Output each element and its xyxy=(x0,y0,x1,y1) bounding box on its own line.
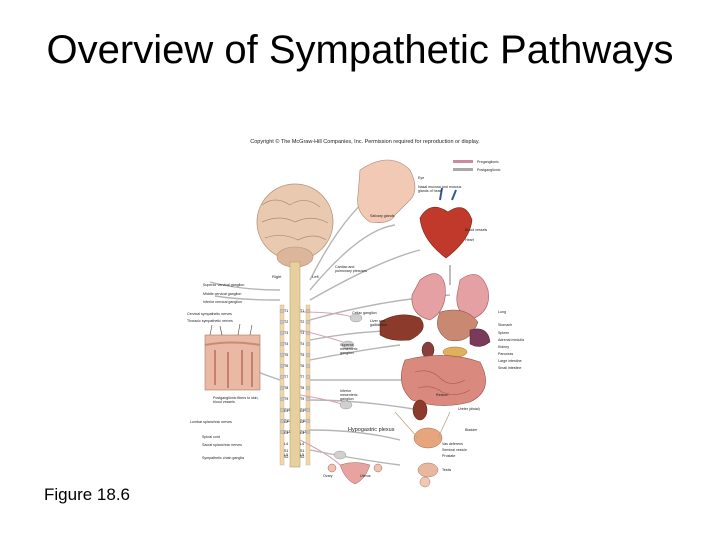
segment-t1-right: T1 xyxy=(284,309,288,313)
segment-t8-right: T8 xyxy=(284,386,288,390)
segment-l1-right: L1 xyxy=(284,409,288,413)
label-adrenal: Adrenal medulla xyxy=(498,338,524,342)
label-left-side: Left xyxy=(312,275,319,279)
label-inferior-cervical: Inferior cervical ganglion xyxy=(203,300,242,304)
segment-t7-left: T7 xyxy=(300,375,304,379)
segment-l1-left: L1 xyxy=(300,409,304,413)
label-pancreas: Pancreas xyxy=(498,352,513,356)
label-inferior-mesenteric: Inferior mesenteric ganglion xyxy=(340,389,368,401)
label-testis: Testis xyxy=(442,468,451,472)
figure-label: Figure 18.6 xyxy=(44,485,130,505)
segment-s1-left: S1 xyxy=(300,449,304,453)
intestines-illustration xyxy=(401,355,485,405)
label-large-intestine: Large intestine xyxy=(498,359,522,363)
abdominal-organs-illustration xyxy=(380,310,490,358)
segment-t3-right: T3 xyxy=(284,331,288,335)
label-spinal-cord: Spinal cord xyxy=(202,435,220,439)
label-cardiac-nerves: Cardiac and pulmonary plexuses xyxy=(335,265,367,273)
segment-s1-right: S1 xyxy=(284,449,288,453)
label-sympathetic-chain: Sympathetic chain ganglia xyxy=(202,456,244,460)
label-small-intestine: Small intestine xyxy=(498,366,521,370)
female-reproductive-illustration xyxy=(328,463,382,485)
label-lung: Lung xyxy=(498,310,506,314)
segment-s2-right: S2 xyxy=(284,455,288,459)
segment-t3-left: T3 xyxy=(300,331,304,335)
label-ureter: Ureter (distal) xyxy=(458,407,480,411)
segment-t5-left: T5 xyxy=(300,353,304,357)
label-splanchnic: Lumbar splanchnic nerves xyxy=(190,420,232,424)
label-rectum: Rectum xyxy=(436,393,448,397)
segment-t6-left: T6 xyxy=(300,364,304,368)
label-superior-mesenteric: Superior mesenteric ganglion xyxy=(340,343,370,355)
label-uterus: Uterus xyxy=(360,474,371,478)
label-celiac: Celiac ganglion xyxy=(352,311,377,315)
segment-t6-right: T6 xyxy=(284,364,288,368)
segment-l2-left: L2 xyxy=(300,420,304,424)
label-heart: Heart xyxy=(465,238,474,242)
segment-l2-right: L2 xyxy=(284,420,288,424)
label-right-side: Right xyxy=(272,275,281,279)
label-postganglionic-skin: Postganglionic fibers to skin, blood ves… xyxy=(213,396,268,404)
label-prostate: Prostate xyxy=(442,454,455,458)
label-eye: Eye xyxy=(418,176,424,180)
segment-t9-left: T9 xyxy=(300,397,304,401)
segment-t1-left: T1 xyxy=(300,309,304,313)
kidney-illustration xyxy=(413,400,427,420)
label-stomach: Stomach xyxy=(498,323,512,327)
label-bladder: Bladder xyxy=(465,428,477,432)
segment-t9-right: T9 xyxy=(284,397,288,401)
label-vas: Vas deferens xyxy=(442,442,463,446)
segment-t8-left: T8 xyxy=(300,386,304,390)
label-liver: Liver and gallbladder xyxy=(370,319,400,327)
segment-l4-right: L4 xyxy=(284,442,288,446)
label-seminal: Seminal vesicle xyxy=(442,448,467,452)
label-middle-cervical: Middle cervical ganglion xyxy=(203,292,241,296)
label-kidney: Kidney xyxy=(498,345,509,349)
label-thoracic-sympathetic: Thoracic sympathetic nerves xyxy=(187,319,233,323)
label-sacral-nerves: Sacral splanchnic nerves xyxy=(202,443,242,447)
label-nasal: Nasal mucosa and mucous glands of head xyxy=(418,185,463,193)
segment-t5-right: T5 xyxy=(284,353,288,357)
male-reproductive-illustration xyxy=(418,463,438,487)
label-superior-cervical: Superior cervical ganglion xyxy=(203,283,244,287)
segment-t7-right: T7 xyxy=(284,375,288,379)
brain-illustration xyxy=(257,184,333,267)
segment-t2-left: T2 xyxy=(300,320,304,324)
segment-t4-right: T4 xyxy=(284,342,288,346)
label-cervical-sympathetic: Cervical sympathetic nerves xyxy=(187,312,232,316)
segment-l3-left: L3 xyxy=(300,431,304,435)
label-blood-vessels: Blood vessels xyxy=(465,228,487,232)
label-hypogastric: Hypogastric plexus xyxy=(348,427,394,433)
heart-illustration xyxy=(420,188,472,258)
skin-illustration xyxy=(205,324,260,390)
segment-s2-left: S2 xyxy=(300,455,304,459)
label-spleen: Spleen xyxy=(498,331,509,335)
segment-t4-left: T4 xyxy=(300,342,304,346)
segment-l4-left: L4 xyxy=(300,442,304,446)
label-salivary: Salivary glands xyxy=(370,214,394,218)
segment-t2-right: T2 xyxy=(284,320,288,324)
label-ovary: Ovary xyxy=(323,474,333,478)
segment-l3-right: L3 xyxy=(284,431,288,435)
